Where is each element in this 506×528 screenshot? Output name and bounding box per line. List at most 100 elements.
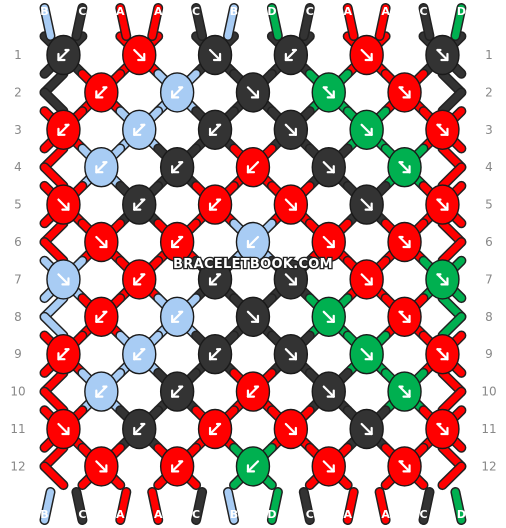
- bottom-string-label: A: [154, 508, 163, 521]
- knot: [311, 296, 346, 337]
- knot: [46, 334, 81, 375]
- top-string: [224, 4, 238, 40]
- edge-thread-left: [41, 238, 67, 265]
- knot: [159, 72, 195, 113]
- knot-arrow-icon: [95, 235, 108, 249]
- top-string: [344, 4, 358, 40]
- knot: [311, 146, 346, 188]
- knot-arrow-icon: [360, 422, 373, 436]
- row-number-right: 9: [485, 347, 493, 361]
- top-string-label: C: [306, 5, 314, 18]
- knot: [349, 408, 384, 450]
- knot-arrow-icon: [284, 198, 297, 211]
- top-string: [41, 4, 54, 40]
- knot-arrow-icon: [57, 273, 70, 286]
- knot: [425, 408, 460, 450]
- knot-arrow-icon: [322, 385, 335, 398]
- edge-thread-left: [41, 313, 67, 339]
- top-string-label: D: [457, 5, 466, 18]
- knot: [425, 184, 460, 225]
- knot: [235, 371, 271, 412]
- knot-arrow-icon: [360, 198, 373, 211]
- knot: [387, 72, 422, 113]
- knot: [349, 259, 384, 300]
- knot: [197, 109, 233, 151]
- knot: [311, 371, 346, 412]
- knot: [46, 184, 81, 225]
- knot: [46, 259, 81, 300]
- knot: [425, 109, 460, 151]
- top-string: [420, 4, 433, 40]
- knot-arrow-icon: [436, 348, 449, 361]
- knot-arrow-icon: [208, 273, 222, 286]
- knot-arrow-icon: [398, 460, 411, 473]
- knot: [349, 184, 384, 225]
- bottom-string: [420, 488, 433, 524]
- knot-arrow-icon: [436, 422, 449, 436]
- knot: [387, 371, 422, 412]
- edge-thread-right: [438, 388, 465, 414]
- knot-arrow-icon: [133, 273, 146, 286]
- knot: [387, 296, 422, 337]
- knot-arrow-icon: [284, 348, 297, 361]
- row-number-left: 9: [14, 347, 22, 361]
- row-number-right: 10: [481, 385, 496, 399]
- knot: [46, 34, 81, 76]
- knot: [349, 109, 384, 151]
- top-string: [148, 4, 162, 40]
- edge-thread-right: [438, 462, 465, 489]
- knot: [387, 221, 422, 263]
- edge-thread-left: [41, 388, 67, 414]
- row-number-right: 2: [485, 85, 493, 99]
- knot-arrow-icon: [171, 235, 184, 249]
- knot-arrow-icon: [436, 123, 449, 136]
- knot: [273, 408, 309, 450]
- knot: [387, 446, 422, 487]
- knot-arrow-icon: [322, 460, 335, 473]
- knot: [273, 184, 309, 225]
- edge-thread-left: [41, 163, 67, 190]
- knot: [122, 259, 157, 300]
- watermark: BRACELETBOOK.COM: [173, 257, 333, 272]
- row-number-left: 6: [14, 235, 22, 249]
- knot-arrow-icon: [95, 310, 108, 323]
- bottom-string: [192, 488, 206, 524]
- knot: [84, 446, 119, 487]
- knot: [311, 446, 346, 487]
- knot: [425, 34, 460, 76]
- knot-arrow-icon: [398, 385, 411, 398]
- bottom-string-label: B: [230, 508, 238, 521]
- knot-arrow-icon: [171, 460, 184, 473]
- top-string: [72, 4, 86, 40]
- top-string-label: C: [78, 5, 86, 18]
- top-string: [300, 4, 314, 40]
- knot: [122, 408, 157, 450]
- top-string: [451, 4, 465, 40]
- edge-thread-right: [438, 163, 465, 190]
- knot: [425, 334, 460, 375]
- knot-arrow-icon: [57, 348, 70, 361]
- knot-arrow-icon: [171, 385, 184, 398]
- edge-thread-left: [41, 462, 67, 489]
- knot: [425, 259, 460, 300]
- knot-arrow-icon: [133, 348, 146, 361]
- knot: [311, 72, 346, 113]
- knot-arrow-icon: [322, 86, 335, 99]
- bottom-string: [376, 488, 390, 524]
- row-number-right: 7: [485, 272, 493, 286]
- row-number-right: 3: [485, 123, 493, 137]
- knot-arrow-icon: [133, 422, 146, 436]
- top-string-label: C: [192, 5, 200, 18]
- bottom-string: [224, 488, 238, 524]
- bottom-string: [116, 488, 130, 524]
- row-number-right: 4: [485, 160, 493, 174]
- edge-thread-right: [438, 88, 465, 115]
- knot-arrow-icon: [171, 86, 184, 99]
- row-number-left: 2: [14, 85, 22, 99]
- knot: [122, 109, 157, 151]
- knot: [387, 146, 422, 188]
- edge-thread-right: [438, 238, 465, 265]
- row-number-right: 6: [485, 235, 493, 249]
- row-number-left: 4: [14, 160, 22, 174]
